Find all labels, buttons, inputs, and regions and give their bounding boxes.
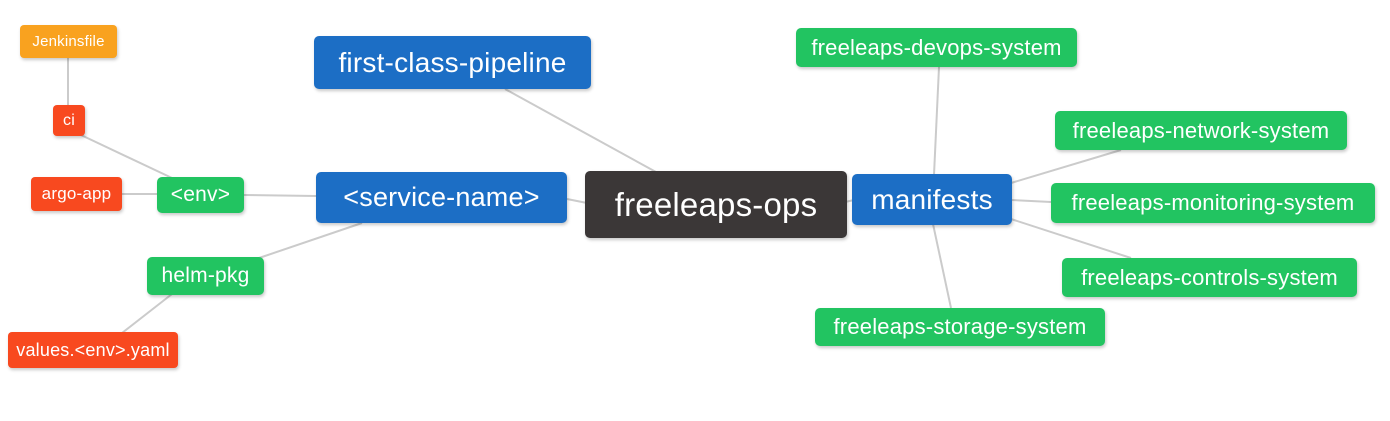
node-label: helm-pkg <box>161 264 250 287</box>
edge-ci-env <box>80 134 173 179</box>
node-label: <env> <box>170 183 231 206</box>
node-label: freeleaps-monitoring-system <box>1071 190 1355 215</box>
node-label: freeleaps-network-system <box>1072 117 1330 143</box>
node-values-env-yaml[interactable]: values.<env>.yaml <box>8 332 178 368</box>
node-freeleaps-storage-system[interactable]: freeleaps-storage-system <box>815 308 1105 346</box>
node-manifests[interactable]: manifests <box>852 174 1012 225</box>
edge-manifests-devops <box>933 66 940 176</box>
edge-manifests-monitoring <box>1010 199 1052 203</box>
edge-first-class-pipeline-ops <box>504 88 657 173</box>
node-label: argo-app <box>41 184 112 203</box>
node-freeleaps-ops-root[interactable]: freeleaps-ops <box>585 171 847 238</box>
edge-env-service-name <box>243 194 317 197</box>
edge-values-helm-pkg <box>121 293 173 334</box>
edge-manifests-controls <box>1010 218 1132 259</box>
node-service-name[interactable]: <service-name> <box>316 172 567 223</box>
node-label: values.<env>.yaml <box>16 339 170 360</box>
node-freeleaps-network-system[interactable]: freeleaps-network-system <box>1055 111 1347 150</box>
edge-manifests-network <box>1010 149 1122 184</box>
edge-manifests-storage <box>932 223 952 309</box>
node-env[interactable]: <env> <box>157 177 244 213</box>
node-freeleaps-monitoring-system[interactable]: freeleaps-monitoring-system <box>1051 183 1375 223</box>
node-first-class-pipeline[interactable]: first-class-pipeline <box>314 36 591 89</box>
node-label: Jenkinsfile <box>32 33 105 50</box>
node-ci[interactable]: ci <box>53 105 85 136</box>
node-argo-app[interactable]: argo-app <box>31 177 122 211</box>
edge-service-name-ops <box>566 198 588 204</box>
node-label: ci <box>63 111 75 129</box>
node-jenkinsfile[interactable]: Jenkinsfile <box>20 25 117 58</box>
node-label: first-class-pipeline <box>338 46 567 78</box>
node-label: freeleaps-storage-system <box>833 314 1087 339</box>
node-freeleaps-controls-system[interactable]: freeleaps-controls-system <box>1062 258 1357 297</box>
edge-helm-pkg-service-name <box>258 222 363 259</box>
node-label: freeleaps-ops <box>614 185 818 223</box>
node-label: <service-name> <box>343 182 540 212</box>
node-freeleaps-devops-system[interactable]: freeleaps-devops-system <box>796 28 1077 67</box>
node-label: freeleaps-devops-system <box>811 34 1062 60</box>
node-helm-pkg[interactable]: helm-pkg <box>147 257 264 295</box>
node-label: freeleaps-controls-system <box>1081 264 1338 290</box>
node-label: manifests <box>871 183 993 215</box>
